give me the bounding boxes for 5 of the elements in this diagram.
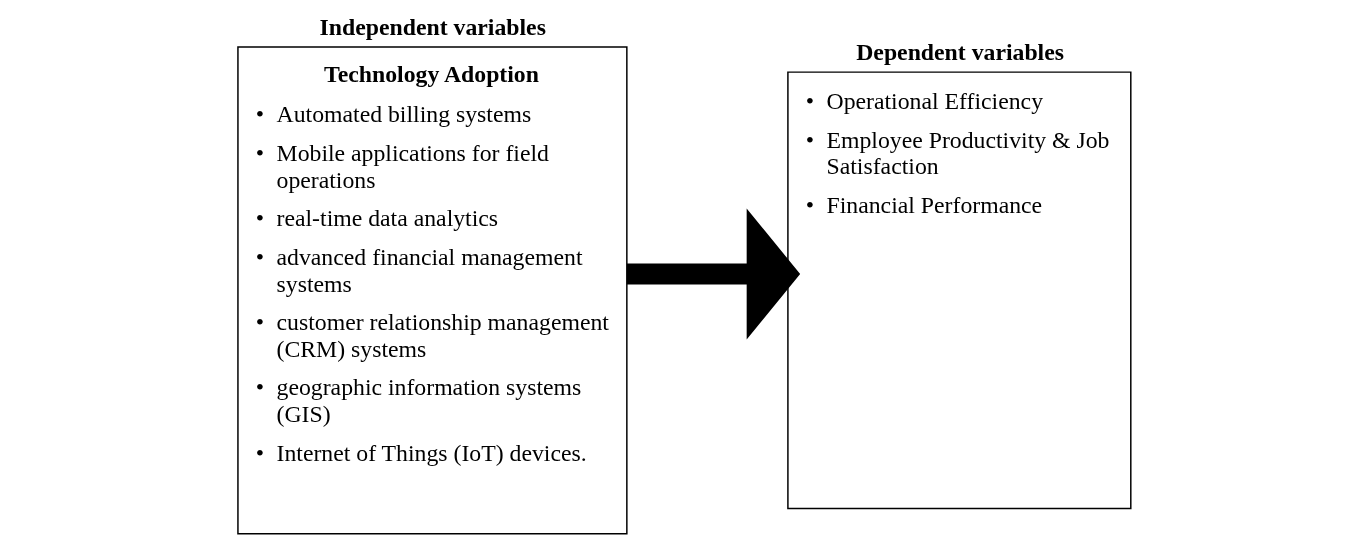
- arrow: [626, 208, 800, 340]
- node-box: Technology Adoption • Automated billing systems • Mobile applications for field operations • real-time data analytics • advanced financial management systems • customer relationship management (CRM) systems • geographic information systems (GIS) • Internet of Things (IoT) devices.: [236, 46, 628, 535]
- node-label: Dependent variables: [855, 38, 1064, 65]
- node-box: • Operational Efficiency • Employee Productivity & Job Satisfaction • Financial Performance: [786, 71, 1132, 510]
- node-label: Independent variables: [319, 13, 546, 40]
